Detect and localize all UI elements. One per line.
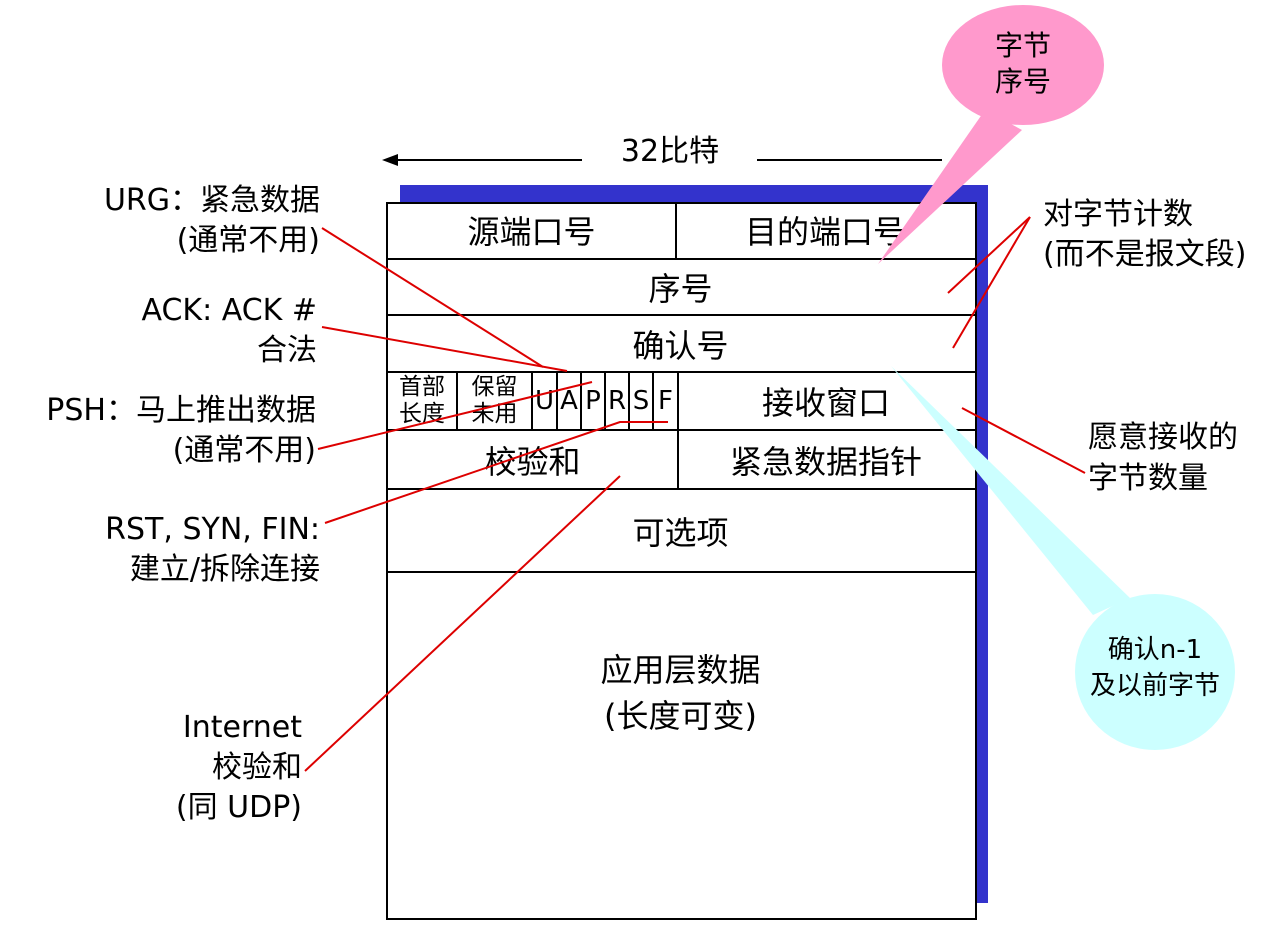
checksum-field: 校验和 <box>484 442 581 481</box>
col-divider <box>652 371 654 430</box>
options-field: 可选项 <box>632 513 729 552</box>
reserved-field: 保留 未用 <box>458 373 531 429</box>
annotation-line: 校验和 <box>212 750 302 785</box>
dst-port-field: 目的端口号 <box>744 213 905 251</box>
recv-window-field: 接收窗口 <box>761 384 890 422</box>
src-port-field: 源端口号 <box>467 213 596 251</box>
flag-ack: A <box>560 386 578 416</box>
psh-annotation: PSH：马上推出数据 (通常不用) <box>10 391 316 471</box>
byte-seq-callout-text: 字节 序号 <box>963 28 1083 100</box>
row-divider <box>386 371 975 373</box>
annotation-line: RST, SYN, FIN: <box>105 512 320 547</box>
count-pointer-line-seq <box>947 216 1031 294</box>
window-pointer-line <box>961 407 1086 474</box>
count-pointer-line-ack <box>952 216 1031 349</box>
urg-ptr-field: 紧急数据指针 <box>729 442 922 481</box>
annotation-line: (而不是报文段) <box>1043 237 1247 272</box>
flag-urg: U <box>534 386 555 416</box>
internet-checksum-annotation: Internet 校验和 (同 UDP) <box>20 708 302 828</box>
annotation-line: 合法 <box>257 333 317 368</box>
app-data-line: 应用层数据 <box>600 651 761 689</box>
urg-pointer-line <box>321 227 544 368</box>
recv-bytes-annotation: 愿意接收的 字节数量 <box>1088 417 1268 499</box>
annotation-line: Internet <box>182 710 302 745</box>
row-divider <box>386 571 975 573</box>
col-divider <box>556 371 558 430</box>
annotation-line: 字节数量 <box>1088 461 1208 496</box>
byte-seq-callout-tail <box>878 110 1022 264</box>
ack-callout-bubble <box>1075 594 1235 750</box>
row-divider <box>386 429 975 431</box>
col-divider <box>628 371 630 430</box>
byte-seq-callout-line: 字节 <box>994 29 1051 62</box>
byte-count-annotation: 对字节计数 (而不是报文段) <box>1043 195 1278 275</box>
seq-field: 序号 <box>648 270 713 308</box>
urg-annotation: URG：紧急数据 (通常不用) <box>20 181 320 261</box>
ack-callout-text: 确认n-1 及以前字节 <box>1075 632 1235 704</box>
app-data-field: 应用层数据 (长度可变) <box>388 573 973 813</box>
col-divider <box>677 371 679 489</box>
flag-syn: S <box>632 386 650 416</box>
col-divider <box>675 202 677 259</box>
col-divider <box>580 371 582 430</box>
byte-seq-callout-bubble <box>942 5 1104 125</box>
width-label: 32比特 <box>620 134 720 169</box>
ack-callout-tail <box>891 366 1130 615</box>
row-divider <box>386 488 975 490</box>
tcp-segment-box <box>386 202 977 920</box>
ack-num-field: 确认号 <box>632 326 729 365</box>
annotation-line: 愿意接收的 <box>1088 420 1238 455</box>
psh-pointer-line <box>317 381 593 450</box>
annotation-line: (通常不用) <box>176 223 320 258</box>
annotation-line: 建立/拆除连接 <box>129 552 320 587</box>
app-data-line: (长度可变) <box>604 697 757 735</box>
annotation-line: URG：紧急数据 <box>103 183 320 218</box>
internet-pointer-line <box>304 475 621 772</box>
row-divider <box>386 258 975 260</box>
ack-callout-line: 确认n-1 <box>1107 635 1203 665</box>
flag-psh: P <box>585 386 601 416</box>
hdr-len-line: 首部 <box>399 374 445 400</box>
rst-syn-fin-annotation: RST, SYN, FIN: 建立/拆除连接 <box>20 510 320 590</box>
row-divider <box>386 314 975 316</box>
annotation-line: (通常不用) <box>172 433 316 468</box>
ack-callout-line: 及以前字节 <box>1089 671 1220 701</box>
width-arrowhead <box>382 154 398 166</box>
annotation-line: PSH：马上推出数据 <box>46 393 316 428</box>
hdr-len-field: 首部 长度 <box>388 373 456 429</box>
col-divider <box>531 371 533 430</box>
annotation-line: (同 UDP) <box>175 790 302 825</box>
reserved-line: 保留 <box>471 374 518 400</box>
rst-pointer-line <box>324 421 668 524</box>
ack-pointer-line <box>321 326 568 372</box>
ack-annotation: ACK: ACK # 合法 <box>20 291 317 371</box>
flag-fin: F <box>658 386 673 416</box>
col-divider <box>456 371 458 430</box>
annotation-line: ACK: ACK # <box>141 293 317 328</box>
col-divider <box>604 371 606 430</box>
annotation-line: 对字节计数 <box>1043 197 1193 232</box>
flag-rst: R <box>607 386 627 416</box>
byte-seq-callout-line: 序号 <box>994 65 1051 98</box>
